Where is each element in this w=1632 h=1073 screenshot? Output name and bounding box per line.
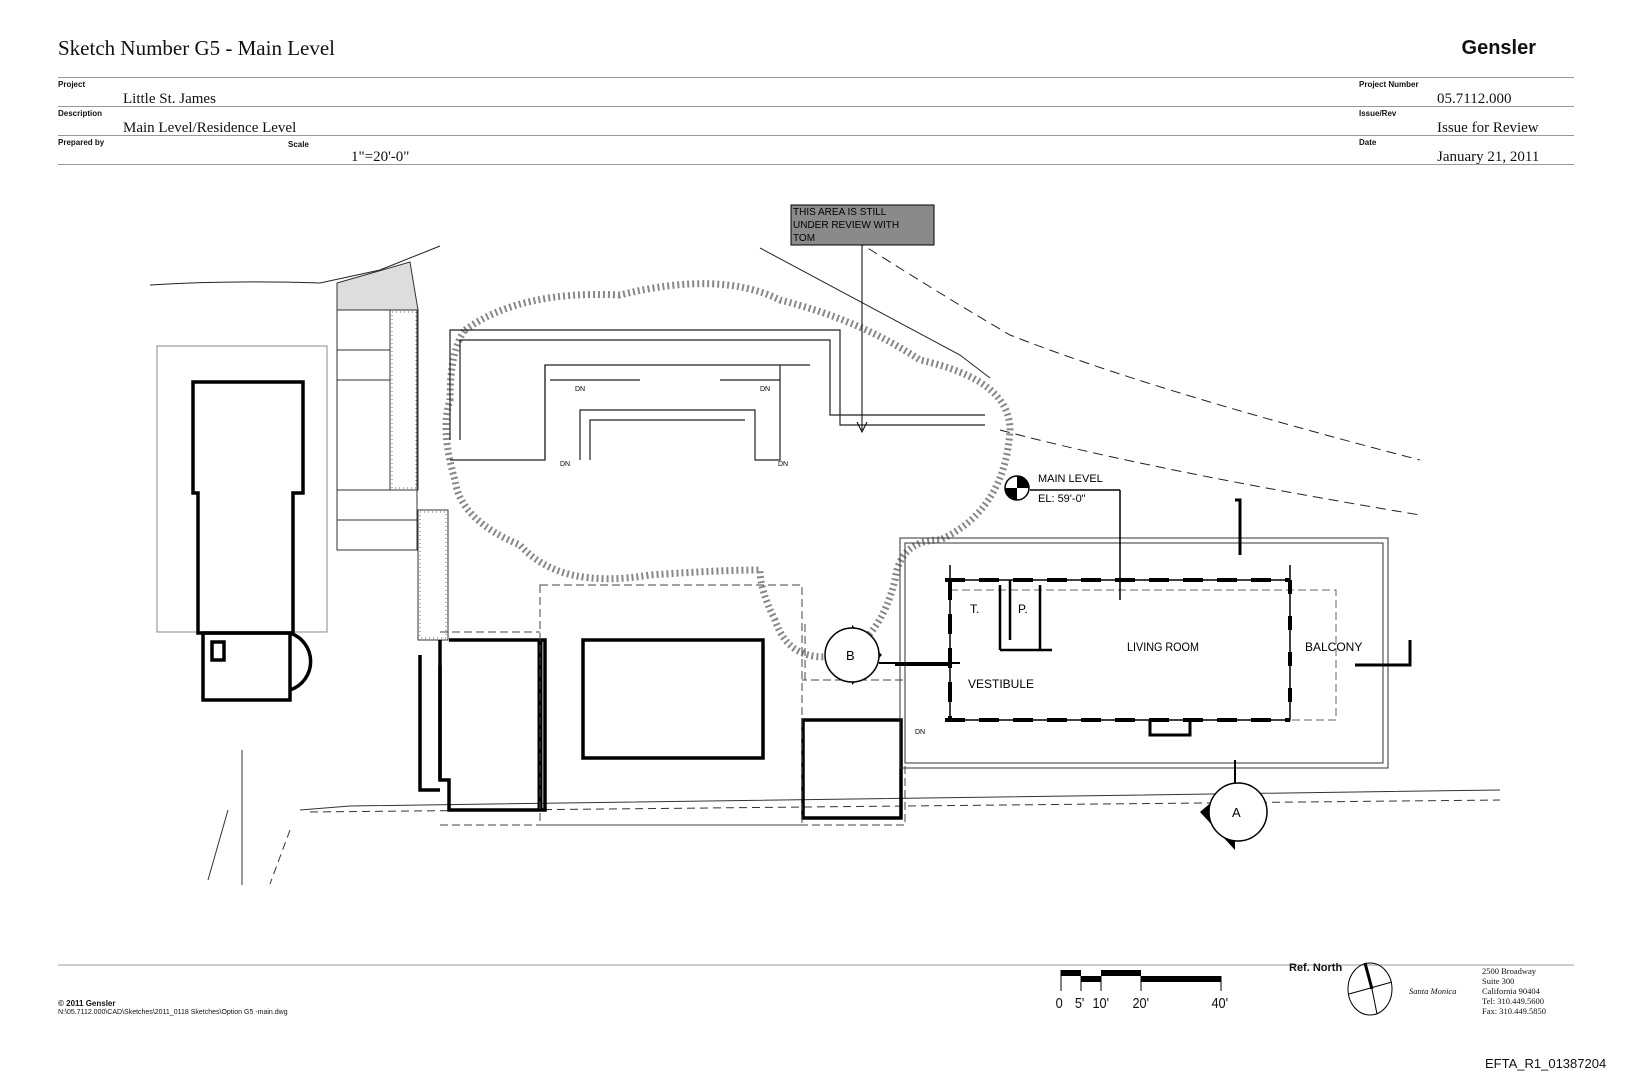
section-a-label: A bbox=[1232, 805, 1241, 820]
date-label: Date bbox=[1359, 138, 1377, 147]
dn-label: DN bbox=[915, 729, 925, 736]
description-value: Main Level/Residence Level bbox=[123, 120, 297, 136]
level-marker: MAIN LEVEL EL: 59'-0" bbox=[1004, 473, 1103, 505]
project-number-value: 05.7112.000 bbox=[1437, 91, 1512, 107]
gensler-logo: Gensler bbox=[1461, 37, 1536, 59]
scale-tick: 0 bbox=[1055, 995, 1063, 1012]
stairs bbox=[336, 309, 449, 641]
issue-value: Issue for Review bbox=[1437, 120, 1539, 136]
toilet-label: T. bbox=[970, 602, 979, 616]
address-line: Tel: 310.449.5600 bbox=[1482, 996, 1544, 1006]
main-house bbox=[895, 489, 1412, 800]
section-marker-b: B bbox=[824, 625, 960, 685]
callout-line: UNDER REVIEW WITH bbox=[793, 220, 899, 231]
dn-label: DN bbox=[560, 461, 570, 468]
rock-hatch bbox=[336, 261, 419, 311]
ref-north-label: Ref. North bbox=[1289, 962, 1343, 974]
courtyard bbox=[449, 329, 985, 461]
review-callout: THIS AREA IS STILL UNDER REVIEW WITH TOM bbox=[790, 204, 935, 434]
scale-tick: 20' bbox=[1132, 995, 1150, 1012]
issue-label: Issue/Rev bbox=[1359, 109, 1397, 118]
vestibule-label: VESTIBULE bbox=[968, 677, 1034, 691]
project-number-label: Project Number bbox=[1359, 80, 1419, 89]
scale-tick: 5' bbox=[1074, 995, 1085, 1012]
scale-label: Scale bbox=[288, 140, 309, 149]
document-id: EFTA_R1_01387204 bbox=[1485, 1056, 1607, 1071]
divider bbox=[58, 77, 1574, 78]
main-level-label: MAIN LEVEL bbox=[1038, 473, 1103, 485]
callout-line: THIS AREA IS STILL bbox=[793, 207, 887, 218]
address-line: California 90404 bbox=[1482, 986, 1540, 996]
dn-label: DN bbox=[778, 461, 788, 468]
scale-bar bbox=[1060, 970, 1222, 991]
scale-tick: 40' bbox=[1211, 995, 1229, 1012]
pantry-label: P. bbox=[1018, 602, 1028, 616]
file-path: N:\05.7112.000\CAD\Sketches\2011_0118 Sk… bbox=[58, 1009, 288, 1016]
revision-cloud bbox=[442, 280, 1014, 661]
scale-value: 1"=20'-0" bbox=[351, 149, 410, 165]
north-arrow-icon bbox=[1347, 962, 1393, 1016]
city-label: Santa Monica bbox=[1409, 986, 1457, 996]
date-value: January 21, 2011 bbox=[1437, 149, 1540, 165]
living-room-label: LIVING ROOM bbox=[1127, 642, 1199, 655]
address-line: 2500 Broadway bbox=[1482, 966, 1537, 976]
section-marker-a: A bbox=[1200, 782, 1268, 850]
divider bbox=[58, 106, 1574, 107]
sheet-title: Sketch Number G5 - Main Level bbox=[58, 36, 336, 60]
room-labels: LIVING ROOM BALCONY VESTIBULE T. P. bbox=[968, 602, 1362, 691]
section-b-label: B bbox=[846, 648, 855, 663]
project-label: Project bbox=[58, 80, 86, 89]
dn-labels: DN DN DN DN DN bbox=[560, 386, 925, 736]
scale-tick: 10' bbox=[1092, 995, 1110, 1012]
dn-label: DN bbox=[760, 386, 770, 393]
office-address: 2500 Broadway Suite 300 California 90404… bbox=[1482, 966, 1546, 1016]
address-line: Fax: 310.449.5850 bbox=[1482, 1006, 1546, 1016]
project-value: Little St. James bbox=[123, 91, 216, 107]
copyright: © 2011 Gensler bbox=[58, 999, 116, 1008]
site-lines bbox=[149, 239, 1501, 885]
prepared-by-label: Prepared by bbox=[58, 138, 105, 147]
divider bbox=[58, 164, 1574, 165]
address-line: Suite 300 bbox=[1482, 976, 1515, 986]
divider bbox=[58, 135, 1574, 136]
elevation-label: EL: 59'-0" bbox=[1038, 493, 1086, 505]
balcony-label: BALCONY bbox=[1305, 640, 1362, 654]
description-label: Description bbox=[58, 109, 103, 118]
guest-house bbox=[191, 380, 313, 702]
dn-label: DN bbox=[575, 386, 585, 393]
callout-line: TOM bbox=[793, 233, 815, 244]
terrace-outline bbox=[440, 584, 906, 826]
